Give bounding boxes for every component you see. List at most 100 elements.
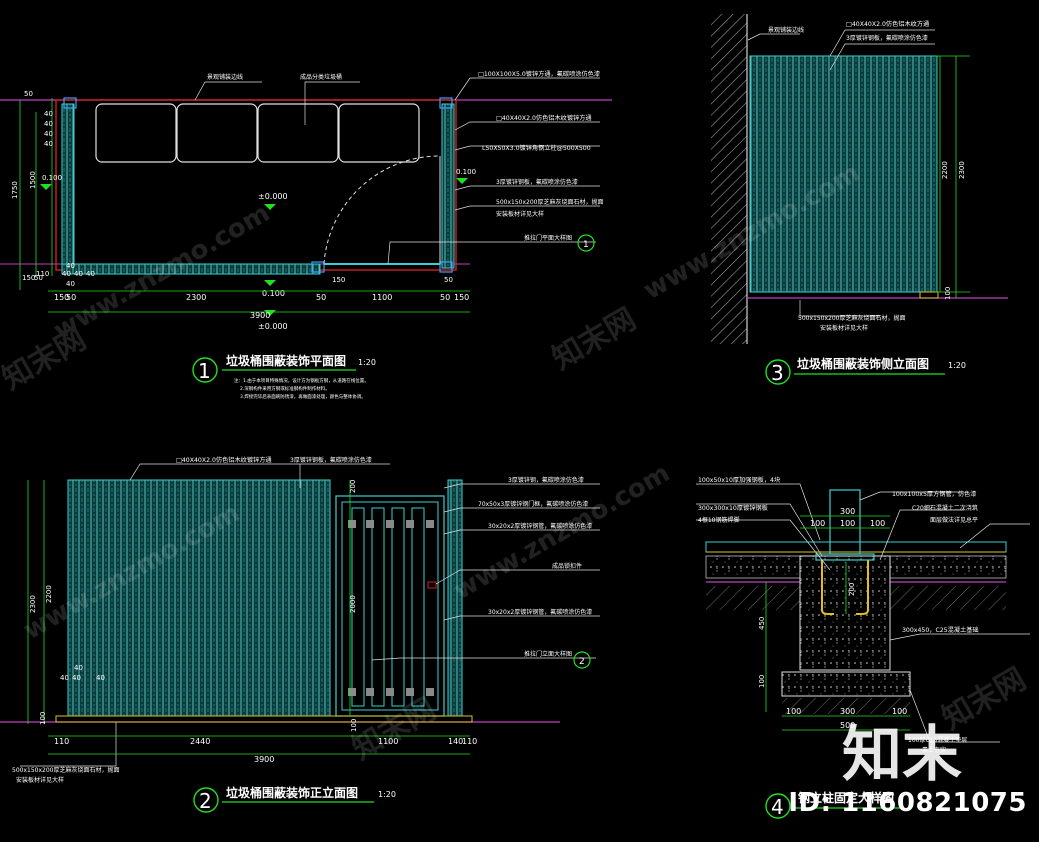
dim-text: 40 [66, 262, 75, 270]
door-slats [351, 507, 425, 707]
side-label: □40X40X2.0仿色铝木纹方通 [846, 20, 929, 28]
door-inner [341, 501, 439, 711]
elevation-text: 0.100 [262, 289, 285, 298]
slat-screen [67, 479, 331, 717]
dim-text: 150 [332, 276, 345, 284]
dim-text: 100 [944, 287, 952, 300]
side-label: 3厚镀锌钢板，氟碳喷涂仿色漆 [846, 34, 928, 42]
plan-note: 3.焊接完毕后表面刷防锈漆，再做面漆处理，颜色与整体协调。 [240, 393, 366, 400]
corner-post [311, 261, 325, 273]
drawing-number: 2 [199, 789, 212, 813]
dim-text: 110 [54, 737, 69, 746]
dim-text: 40 [44, 140, 53, 148]
side-leaders [747, 29, 935, 317]
wall-bottom [61, 263, 321, 275]
dim-text: 50 [24, 90, 33, 98]
front-label: 成品锁扣件 [552, 562, 582, 570]
dim-text: 40 [60, 674, 69, 682]
detail-leaders [696, 483, 1030, 743]
footing-detail: 100x50x10厚加强钢板，4块 300x300x10厚镀锌钢板 4根10钢筋… [696, 476, 1030, 819]
concrete-pad [781, 671, 911, 697]
dim-text: 1500 [29, 171, 37, 189]
bins [95, 103, 420, 163]
bin [95, 103, 177, 163]
side-label: 景观铺装边线 [768, 26, 804, 34]
dim-text: 2300 [29, 595, 37, 613]
drawing-title: 垃圾桶围蔽装饰正立面图 [226, 785, 358, 800]
elevation-marker [264, 204, 276, 210]
bin [257, 103, 339, 163]
dim-text: 40 [44, 110, 53, 118]
front-label: 安装板材详见大样 [16, 776, 64, 784]
dim-text: 40 [62, 270, 71, 278]
drawing-title: 垃圾桶围蔽装饰侧立面图 [797, 356, 929, 371]
elevation-marker [456, 178, 468, 184]
front-elevation: □40X40X2.0仿色铝木纹镀锌方通 3厚镀锌钢板，氟碳喷涂仿色漆 3厚镀锌钢… [0, 456, 600, 813]
front-label: 3厚镀锌钢板，氟碳喷涂仿色漆 [290, 456, 372, 464]
plan-label: □100X100X5.0镀锌方通，氟碳喷涂仿色漆 [478, 70, 600, 78]
slat-screen [749, 55, 938, 293]
callout-number: 2 [579, 657, 585, 667]
asset-id: ID: 1160821075 [788, 788, 1027, 818]
dim-text: 50 [66, 293, 76, 302]
front-label: 30x20x2厚镀锌钢管，氟碳喷涂仿色漆 [488, 522, 592, 530]
plan-label: L50X50X3.0镀锌角钢立柱@500X500 [482, 144, 591, 152]
plan-label: 500x150x200厚芝麻灰烧面石材，抛面 [496, 198, 603, 206]
dim-text: 100 [350, 719, 358, 732]
dim-text: 40 [66, 280, 75, 288]
dim-text: 200 [349, 480, 357, 493]
callout-circle [573, 651, 591, 669]
dim-text: 3900 [254, 755, 274, 764]
dim-text: 2440 [190, 737, 210, 746]
dim-text: 450 [758, 617, 766, 630]
wall-left [61, 103, 75, 269]
dim-text: 40 [44, 120, 53, 128]
front-label: 3厚镀锌钢，氟碳喷涂仿色漆 [508, 476, 584, 484]
callout-circle [577, 234, 595, 252]
plan-label: 安装板材详见大样 [496, 210, 544, 218]
base-plate [815, 553, 875, 561]
detail-label: 300x300x10厚镀锌钢板 [698, 504, 768, 512]
paver [919, 291, 939, 299]
side-elevation: 2200 2300 100 景观铺装边线 □40X40X2.0仿色铝木纹方通 3… [711, 14, 1008, 385]
drawing-number-circle [192, 357, 218, 383]
elevation-marker [264, 280, 276, 286]
dim-text: 3900 [250, 311, 270, 320]
bin [176, 103, 258, 163]
detail-label: 300x450，C25混凝土基础 [902, 626, 979, 634]
side-label: 安装板材详见大样 [820, 324, 868, 332]
corner-post [439, 97, 453, 109]
dim-text: 2300 [186, 293, 206, 302]
anchor-bar [856, 560, 869, 615]
front-label: 推拉门立面大样图 [524, 650, 572, 658]
wall-right [441, 103, 455, 269]
front-label: 500x150x200厚芝麻灰烧面石材，抛面 [12, 766, 119, 774]
compacted-soil [782, 698, 910, 714]
dim-text: 40 [74, 270, 83, 278]
detail-dimension-lines [765, 515, 910, 731]
elevation-text: ±0.000 [258, 322, 288, 331]
plan-dimension-lines [19, 98, 470, 313]
corner-post [63, 97, 77, 109]
door-swing-arc [323, 155, 441, 265]
dim-text: 100 [786, 707, 801, 716]
plan-label: 成品分类垃圾桶 [300, 73, 342, 81]
anchor-bar [821, 560, 834, 615]
plan-label: 3厚镀锌钢板，氟碳喷涂仿色漆 [496, 178, 578, 186]
dim-text: 1100 [378, 737, 398, 746]
paver-strip [55, 715, 473, 723]
front-dimension-lines [27, 480, 470, 755]
dim-text: 100 [840, 519, 855, 528]
brand-logo: 知末 [842, 720, 962, 790]
elevation-text: 0.100 [456, 168, 476, 176]
side-dimension-lines [935, 55, 970, 298]
plan-label: □40X40X2.0仿色铝木纹镀锌方通 [496, 114, 592, 122]
detail-label: 素土夯实 [922, 746, 946, 754]
bin [338, 103, 420, 163]
wall-hatch [711, 14, 747, 344]
plan-label: 推拉门平面大样图 [524, 234, 572, 242]
plan-drawing: ±0.000 0.100 ±0.000 0.100 0.100 景观铺装边线 成… [0, 70, 612, 400]
watermark-brand: 知末网 [347, 692, 442, 767]
plan-note: 2.深钢构件采用方钢或标准钢构件制作材料。 [240, 385, 330, 392]
